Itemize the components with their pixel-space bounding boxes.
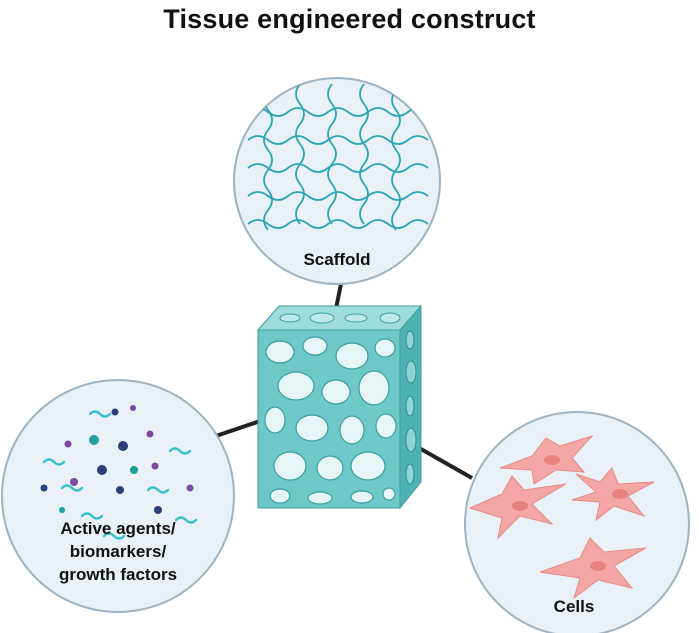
cells-circle: Cells [464,411,690,633]
cell-icon [468,434,655,600]
scaffold-mesh-icon [247,83,429,231]
agents-label-line-2: biomarkers/ [70,542,167,561]
agents-label-line-1: Active agents/ [60,519,176,538]
scaffold-label: Scaffold [303,250,370,269]
agents-label-line-3: growth factors [59,565,177,584]
molecule-icon [40,405,198,540]
porous-cube-icon [256,304,423,510]
page-title: Tissue engineered construct [163,4,536,34]
agents-circle: Active agents/ biomarkers/ growth factor… [1,379,235,613]
scaffold-circle: Scaffold [233,77,441,285]
cells-label: Cells [554,597,595,616]
